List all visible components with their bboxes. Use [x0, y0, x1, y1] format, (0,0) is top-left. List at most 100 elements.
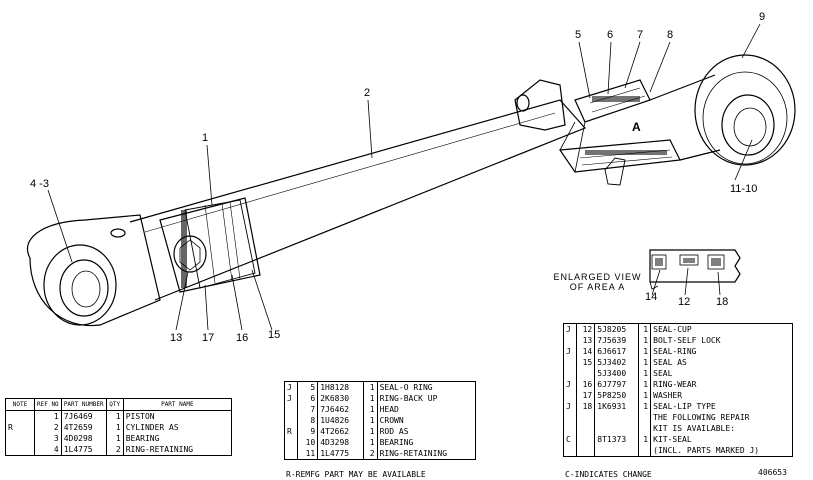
lower-collar [604, 157, 626, 186]
cell-ref: 7 [297, 404, 319, 415]
cell-part: 4D3298 [317, 437, 365, 448]
upper-bracket [514, 79, 566, 131]
cell-ref [575, 434, 596, 445]
cell-qty: 1 [637, 434, 652, 445]
cell-note: J [563, 401, 577, 412]
cell-name: KIT-SEAL [650, 434, 793, 445]
cell-name: HEAD [376, 404, 477, 415]
cell-qty: 1 [637, 368, 652, 379]
callout-17: 17 [202, 332, 215, 344]
piston-bolt-hex [179, 239, 201, 271]
rod-highlight [144, 112, 556, 233]
cell-part: 1L4775 [60, 444, 107, 456]
col-part: PART NUMBER [60, 398, 107, 411]
cell-note [563, 357, 577, 368]
cell-ref: 8 [297, 415, 319, 426]
callout-8: 8 [667, 29, 674, 41]
cell-ref: 6 [297, 393, 319, 404]
cell-note: J [563, 379, 577, 390]
enlarged-view-line1: ENLARGED VIEW [553, 272, 642, 282]
cell-ref: 4 [34, 444, 62, 456]
cell-part: 5J8205 [594, 323, 639, 335]
right-eye-bore [733, 107, 767, 147]
cell-part: 1L4775 [317, 448, 365, 460]
cell-note: J [563, 323, 577, 335]
enlarged-view-title: ENLARGED VIEW OF AREA A [550, 272, 645, 292]
callout-15: 15 [268, 329, 281, 341]
cell-part: 5J3402 [594, 357, 639, 368]
cell-note: J [283, 381, 299, 393]
cell-ref [575, 445, 596, 457]
callout-1: 1 [202, 132, 209, 144]
cell-ref: 11 [297, 448, 319, 460]
callout-A: A [632, 120, 641, 134]
cell-note: J [563, 346, 577, 357]
cell-note: R [5, 422, 35, 433]
callout-9: 9 [759, 11, 766, 23]
piston-band [184, 199, 256, 289]
cell-qty: 2 [363, 448, 378, 460]
cell-name: CYLINDER AS [122, 422, 233, 433]
cell-name: SEAL AS [650, 357, 793, 368]
cell-part: 6J6617 [594, 346, 639, 357]
piston-bolt-head [173, 235, 207, 273]
col-name: PART NAME [122, 398, 233, 411]
cell-note [5, 410, 35, 422]
cell-note: J [283, 393, 299, 404]
left-eye-inner [59, 259, 109, 317]
cell-qty: 1 [363, 437, 378, 448]
cell-name: BOLT-SELF LOCK [650, 335, 793, 346]
cell-ref: 10 [297, 437, 319, 448]
cell-qty: 1 [105, 422, 124, 433]
cell-ref [575, 368, 596, 379]
cell-name: (INCL. PARTS MARKED J) [650, 445, 793, 457]
right-eye-outer [694, 54, 796, 166]
cell-note [283, 404, 299, 415]
callout-2: 2 [364, 87, 371, 99]
cell-ref [575, 412, 596, 423]
callout-12: 12 [678, 296, 691, 308]
table-row: (INCL. PARTS MARKED J) [563, 445, 793, 457]
cell-name: RING-RETAINING [122, 444, 233, 456]
enlarged-seal-14 [651, 254, 667, 270]
cell-name: CROWN [376, 415, 477, 426]
cell-part: 5J3400 [594, 368, 639, 379]
cell-qty: 1 [637, 335, 652, 346]
cell-part [594, 423, 639, 434]
cell-part: 2K6830 [317, 393, 365, 404]
cell-qty: 1 [363, 426, 378, 437]
figure-id: 406653 [758, 468, 787, 477]
enlarged-view-outline [649, 249, 741, 283]
cell-part: 1K6931 [594, 401, 639, 412]
cell-name: RING-WEAR [650, 379, 793, 390]
left-eye-bore [71, 270, 101, 308]
cell-ref: 15 [575, 357, 596, 368]
cell-name: BEARING [122, 433, 233, 444]
cell-part [594, 412, 639, 423]
change-note: C-INDICATES CHANGE [565, 470, 652, 479]
left-eye-outer [43, 244, 117, 326]
cell-note [563, 423, 577, 434]
cell-part: 4T2662 [317, 426, 365, 437]
cell-qty: 1 [363, 415, 378, 426]
cell-name: SEAL-CUP [650, 323, 793, 335]
bracket-hole [516, 94, 530, 112]
cell-part: 7J6469 [60, 410, 107, 422]
cell-part: 7J6462 [317, 404, 365, 415]
cell-note [5, 433, 35, 444]
enlarged-seal-12 [679, 254, 699, 266]
cell-note [563, 390, 577, 401]
